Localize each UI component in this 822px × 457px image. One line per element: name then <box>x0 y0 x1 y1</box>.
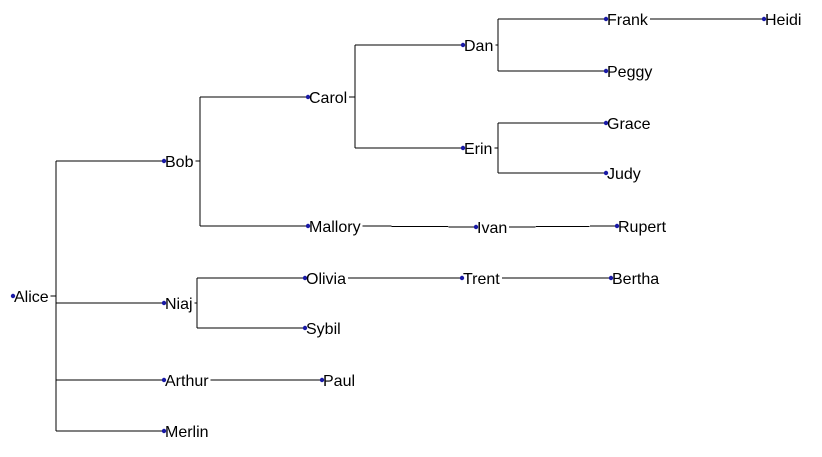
node-label: Judy <box>607 166 641 183</box>
node-label: Sybil <box>306 321 341 338</box>
node-marker <box>302 325 308 331</box>
node-trent: Trent <box>459 271 500 288</box>
node-paul: Paul <box>319 373 355 390</box>
node-label: Mallory <box>309 219 361 236</box>
node-frank: Frank <box>603 12 649 29</box>
node-label: Frank <box>607 12 649 29</box>
node-label: Erin <box>464 141 492 158</box>
node-label: Bertha <box>612 271 659 288</box>
node-marker <box>319 377 325 383</box>
node-ivan: Ivan <box>473 220 507 237</box>
node-merlin: Merlin <box>161 424 209 441</box>
node-label: Rupert <box>618 219 667 236</box>
node-marker <box>10 293 16 299</box>
node-label: Heidi <box>765 12 801 29</box>
node-marker <box>761 16 767 22</box>
node-label: Grace <box>607 116 651 133</box>
edge-bus-niaj <box>194 278 198 328</box>
node-mallory: Mallory <box>305 219 361 236</box>
node-bob: Bob <box>161 154 194 171</box>
node-marker <box>460 42 466 48</box>
node-heidi: Heidi <box>761 12 801 29</box>
node-grace: Grace <box>603 116 651 133</box>
edge-bus-dan <box>495 19 499 71</box>
edge-bus-bob <box>195 97 201 226</box>
node-label: Arthur <box>165 373 209 390</box>
node-judy: Judy <box>603 166 641 183</box>
node-label: Bob <box>165 154 194 171</box>
node-marker <box>459 275 465 281</box>
node-sybil: Sybil <box>302 321 341 338</box>
node-marker <box>460 145 466 151</box>
node-marker <box>603 68 609 74</box>
node-bertha: Bertha <box>608 271 659 288</box>
node-marker <box>302 275 308 281</box>
node-carol: Carol <box>305 90 347 107</box>
node-label: Peggy <box>607 64 652 81</box>
node-marker <box>603 120 609 126</box>
node-label: Ivan <box>477 220 507 237</box>
node-marker <box>603 170 609 176</box>
edge-bus-alice <box>50 161 57 431</box>
node-label: Paul <box>323 373 355 390</box>
node-label: Olivia <box>306 271 346 288</box>
node-rupert: Rupert <box>614 219 667 236</box>
edge-bus-erin <box>494 123 499 173</box>
node-olivia: Olivia <box>302 271 346 288</box>
node-marker <box>161 428 167 434</box>
node-alice: Alice <box>10 289 49 306</box>
node-marker <box>603 16 609 22</box>
node-marker <box>161 377 167 383</box>
node-marker <box>614 223 620 229</box>
node-marker <box>608 275 614 281</box>
node-marker <box>473 224 479 230</box>
node-dan: Dan <box>460 38 493 55</box>
node-label: Trent <box>463 271 500 288</box>
edge-bus-carol <box>349 45 356 148</box>
tree-edges <box>50 18 764 432</box>
node-peggy: Peggy <box>603 64 652 81</box>
node-label: Niaj <box>165 296 193 313</box>
node-label: Dan <box>464 38 493 55</box>
edge-mallory-ivan <box>362 225 477 228</box>
node-marker <box>161 158 167 164</box>
node-label: Merlin <box>165 424 209 441</box>
node-erin: Erin <box>460 141 492 158</box>
node-marker <box>161 300 167 306</box>
node-marker <box>305 223 311 229</box>
node-arthur: Arthur <box>161 373 209 390</box>
node-marker <box>305 94 311 100</box>
node-niaj: Niaj <box>161 296 193 313</box>
node-label: Carol <box>309 90 347 107</box>
node-label: Alice <box>14 289 49 306</box>
edge-ivan-rupert <box>509 225 618 228</box>
